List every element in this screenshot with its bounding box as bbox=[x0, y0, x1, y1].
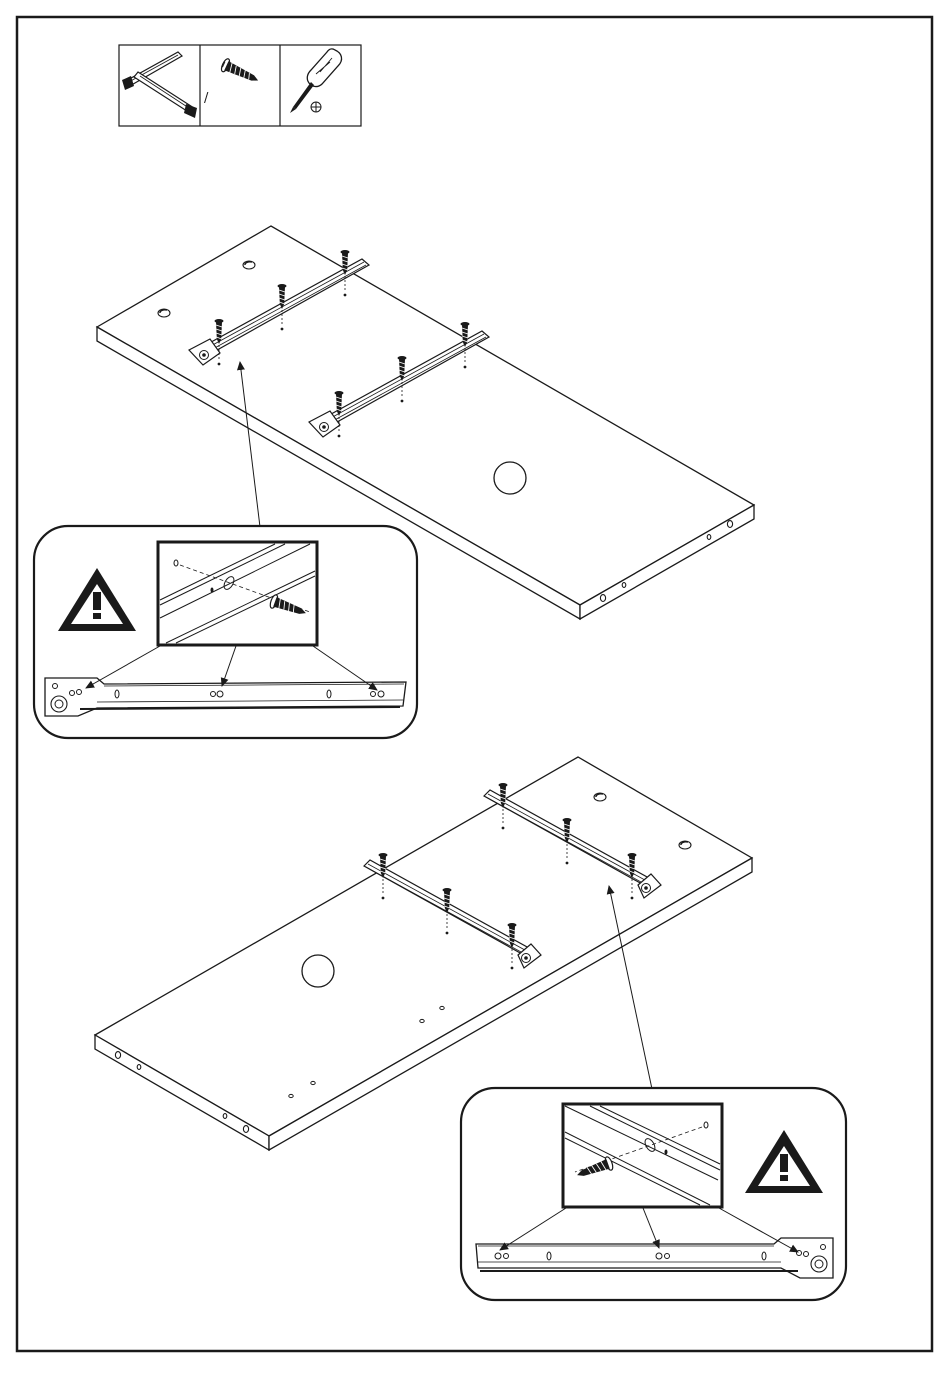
zoomed-screw-detail bbox=[563, 1104, 722, 1207]
slide-profile bbox=[476, 1238, 833, 1278]
parts-separator: / bbox=[204, 91, 209, 106]
parts-box: / bbox=[119, 45, 361, 126]
callout-detail-bottom bbox=[461, 1088, 846, 1300]
callout-detail-top bbox=[34, 526, 417, 738]
zoomed-screw-detail bbox=[158, 542, 317, 645]
